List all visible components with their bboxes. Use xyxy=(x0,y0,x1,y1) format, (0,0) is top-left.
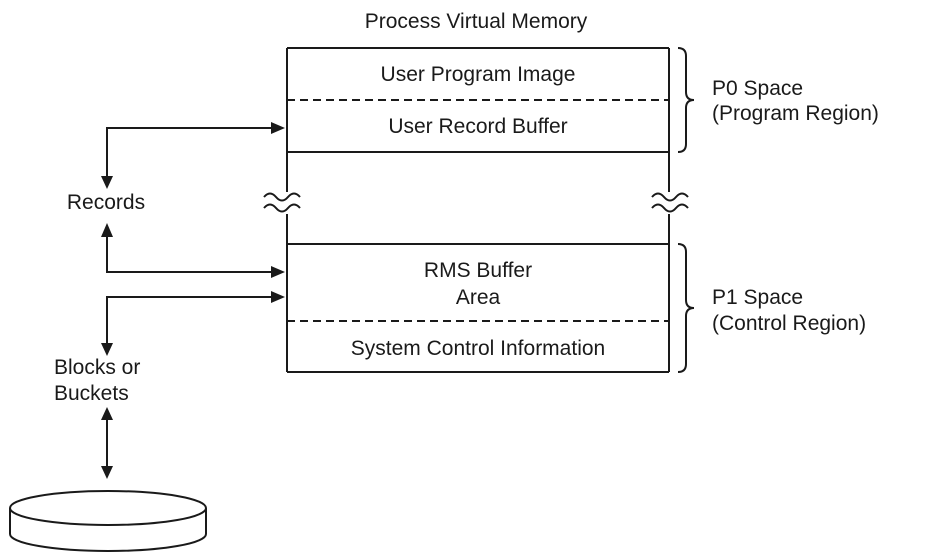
blocks-to-disk-arrow xyxy=(101,407,113,479)
p0-memory-block xyxy=(287,47,669,153)
diagram-title: Process Virtual Memory xyxy=(365,10,588,33)
p0-brace xyxy=(677,47,695,153)
right-break-mark xyxy=(651,192,689,213)
records-to-user-buffer-arrow xyxy=(101,122,285,189)
p1-control-region-label: (Control Region) xyxy=(712,312,866,335)
user-record-buffer-label: User Record Buffer xyxy=(388,115,567,138)
records-label: Records xyxy=(67,191,145,214)
disk-icon xyxy=(9,490,207,552)
p1-memory-block xyxy=(287,243,669,373)
user-program-image-label: User Program Image xyxy=(381,63,576,86)
records-to-rms-buffer-arrow xyxy=(101,223,285,278)
left-break-mark xyxy=(263,192,301,213)
blocks-to-rms-buffer-arrow xyxy=(101,291,285,356)
memory-column-walls xyxy=(286,48,670,372)
rms-buffer-area-label-line2: Area xyxy=(456,286,501,309)
p1-brace xyxy=(677,243,695,373)
blocks-or-buckets-label-line2: Buckets xyxy=(54,382,129,405)
system-control-information-label: System Control Information xyxy=(351,337,605,360)
p0-space-label: P0 Space xyxy=(712,77,803,100)
blocks-or-buckets-label-line1: Blocks or xyxy=(54,356,140,379)
rms-buffer-area-label-line1: RMS Buffer xyxy=(424,259,532,282)
p0-program-region-label: (Program Region) xyxy=(712,102,879,125)
p1-space-label: P1 Space xyxy=(712,286,803,309)
